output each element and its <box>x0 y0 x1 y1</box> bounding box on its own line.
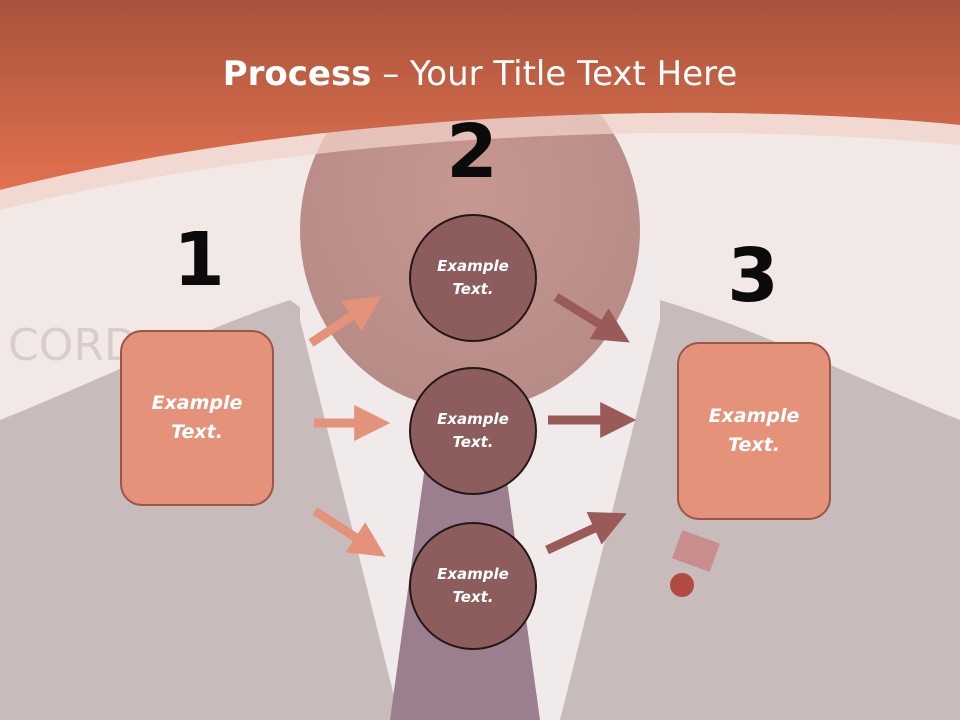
step-2-circle-top: Example Text. <box>409 214 537 342</box>
circle-top-text: Example Text. <box>437 257 509 298</box>
flag-pin-icon <box>670 530 720 597</box>
step-3-text: Example Text. <box>708 405 800 456</box>
step-number-1: 1 <box>173 217 225 303</box>
arrow-bottom-to-3 <box>545 511 627 555</box>
slide-title: Process – Your Title Text Here <box>0 52 960 96</box>
background-sign-text: CORD <box>8 320 138 371</box>
title-rest-text: – Your Title Text Here <box>371 54 738 94</box>
step-2-circle-bottom: Example Text. <box>409 522 537 650</box>
title-bold-text: Process <box>222 54 372 94</box>
circle-bottom-text: Example Text. <box>437 565 509 606</box>
step-number-2: 2 <box>446 109 498 195</box>
step-3-box: Example Text. <box>677 342 831 520</box>
arrow-top-to-3 <box>553 293 630 343</box>
step-number-3: 3 <box>727 233 779 319</box>
step-1-box: Example Text. <box>120 330 274 506</box>
arrow-1-to-top <box>308 296 382 347</box>
step-2-circle-middle: Example Text. <box>409 367 537 495</box>
arrow-1-to-bottom <box>312 507 386 557</box>
step-1-text: Example Text. <box>151 392 243 443</box>
circle-middle-text: Example Text. <box>437 410 509 451</box>
